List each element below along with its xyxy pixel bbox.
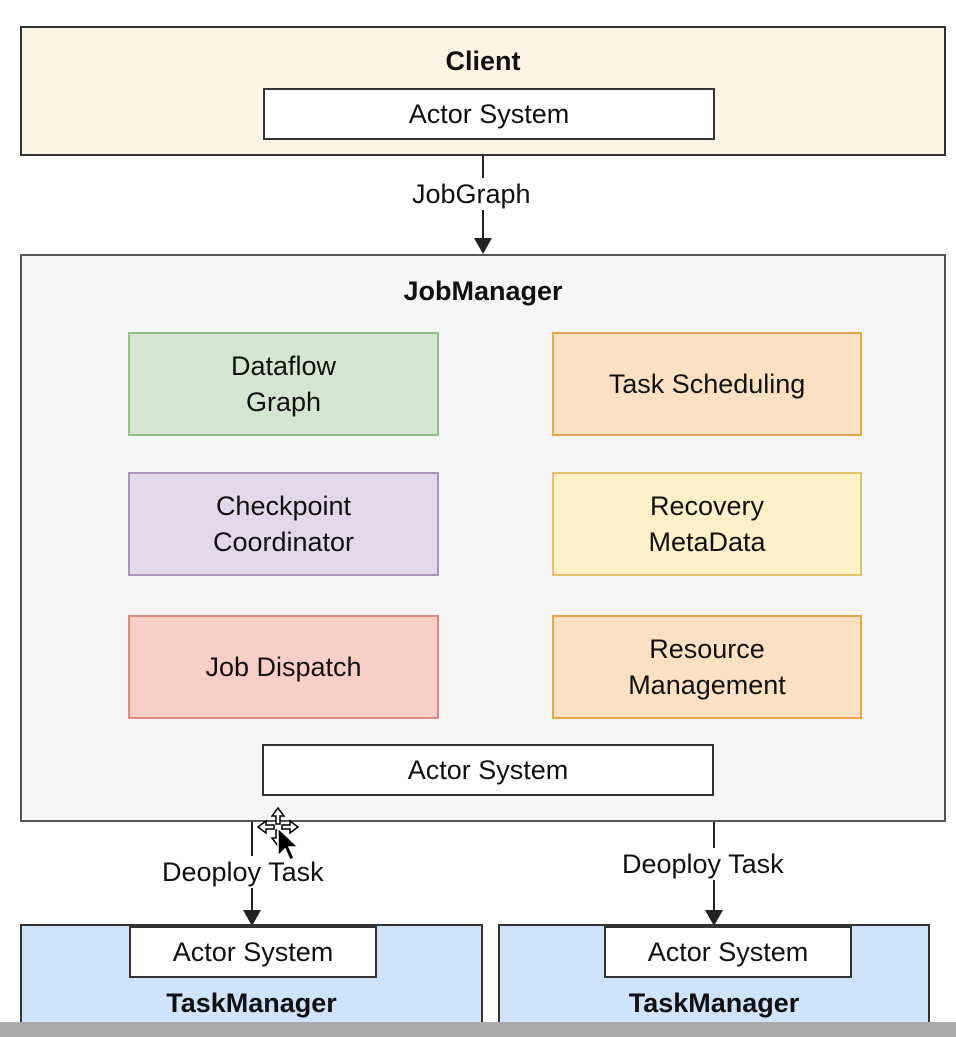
- component-label: Resource Management: [628, 634, 786, 700]
- taskmanager-title: TaskManager: [166, 988, 337, 1018]
- client-box: Client Actor System: [20, 26, 946, 156]
- jobgraph-label: JobGraph: [408, 178, 535, 210]
- component-label: Recovery MetaData: [648, 491, 766, 557]
- client-actor-system: Actor System: [263, 88, 715, 140]
- taskmanager-box-right: Actor System TaskManager: [498, 924, 930, 1037]
- bottom-scroll-bar: [0, 1022, 956, 1037]
- taskmanager-actor-system: Actor System: [129, 926, 377, 978]
- component-task-scheduling: Task Scheduling: [552, 332, 862, 436]
- component-label: Dataflow Graph: [230, 351, 337, 417]
- component-resource-management: Resource Management: [552, 615, 862, 719]
- component-dataflow-graph: Dataflow Graph: [128, 332, 439, 436]
- client-title: Client: [445, 46, 521, 76]
- taskmanager-title: TaskManager: [628, 988, 800, 1018]
- jobmanager-title: JobManager: [403, 276, 563, 306]
- component-label: Job Dispatch: [205, 652, 362, 682]
- deploy-label-left: Deoploy Task: [158, 856, 328, 888]
- component-recovery-metadata: Recovery MetaData: [552, 472, 862, 576]
- component-label: Task Scheduling: [608, 369, 806, 399]
- taskmanager-actor-system: Actor System: [604, 926, 852, 978]
- deploy-arrow-head-left: [243, 910, 261, 926]
- component-checkpoint-coordinator: Checkpoint Coordinator: [128, 472, 439, 576]
- deploy-label-right: Deoploy Task: [618, 848, 788, 880]
- jobgraph-arrow-head: [474, 238, 492, 254]
- component-label: Checkpoint Coordinator: [212, 491, 355, 557]
- taskmanager-box-left: Actor System TaskManager: [20, 924, 483, 1037]
- move-cursor-icon: [256, 806, 300, 862]
- component-job-dispatch: Job Dispatch: [128, 615, 439, 719]
- jobmanager-actor-system: Actor System: [262, 744, 714, 796]
- deploy-arrow-head-right: [705, 910, 723, 926]
